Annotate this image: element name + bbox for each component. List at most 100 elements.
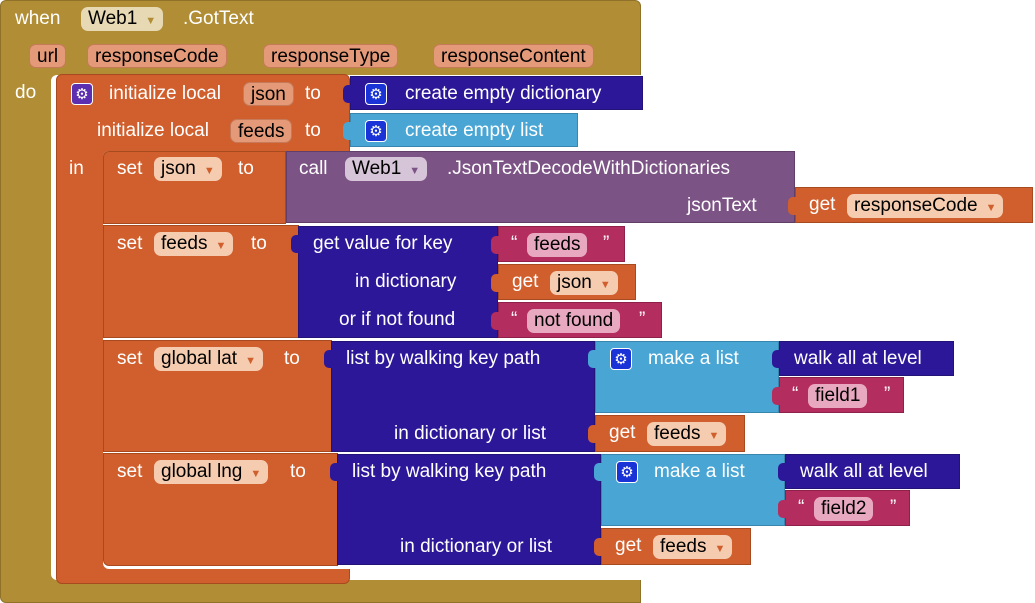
output-notch	[594, 463, 602, 481]
output-notch	[343, 122, 351, 140]
set-global-lat-block[interactable]: set global lat▼ to	[103, 340, 332, 452]
walk-key-path-block-lng[interactable]: list by walking key path in dictionary o…	[330, 454, 601, 565]
param-responsecode[interactable]: responseCode	[87, 44, 227, 68]
to-label: to	[290, 461, 306, 482]
quote-close: ”	[890, 497, 897, 518]
var-dropdown-global-lat[interactable]: global lat▼	[154, 347, 263, 371]
text-value[interactable]: field1	[808, 384, 868, 408]
to-label: to	[284, 348, 300, 369]
in-label: in	[69, 158, 84, 179]
get-value-for-key-block[interactable]: get value for key in dictionary or if no…	[291, 226, 498, 338]
set-json-block[interactable]: set json▼ to	[103, 151, 286, 224]
walk-all-at-level-block-lng[interactable]: walk all at level	[778, 454, 960, 489]
component-dropdown[interactable]: Web1▼	[81, 7, 164, 31]
set-label: set	[117, 158, 143, 179]
get-var-dropdown[interactable]: feeds▼	[647, 422, 727, 446]
to-label: to	[251, 233, 267, 254]
in-dictionary-label: in dictionary	[355, 271, 457, 292]
component-dropdown[interactable]: Web1▼	[345, 157, 428, 181]
text-field1-block[interactable]: “ field1 ”	[772, 377, 904, 413]
text-feeds-block[interactable]: “ feeds ”	[491, 226, 625, 262]
mutator-gear-icon[interactable]: ⚙	[71, 83, 93, 105]
make-a-list-block-lat[interactable]: ⚙ make a list	[588, 341, 779, 413]
walk-all-label: walk all at level	[794, 348, 922, 369]
create-empty-dictionary-label: create empty dictionary	[405, 83, 602, 104]
create-empty-list-block[interactable]: ⚙ create empty list	[343, 113, 578, 147]
text-field2-block[interactable]: “ field2 ”	[778, 490, 910, 526]
var-name: responseCode	[854, 195, 978, 216]
quote-close: ”	[884, 384, 891, 405]
call-label: call	[299, 158, 328, 179]
var-dropdown-json[interactable]: json▼	[154, 157, 222, 181]
make-a-list-block-lng[interactable]: ⚙ make a list	[594, 454, 785, 526]
output-notch	[588, 350, 596, 368]
text-value[interactable]: field2	[814, 497, 874, 521]
get-label: get	[512, 271, 539, 292]
create-empty-dictionary-block[interactable]: ⚙ create empty dictionary	[343, 76, 643, 110]
var-name: global lat	[161, 348, 238, 369]
param-responsecontent[interactable]: responseContent	[433, 44, 594, 68]
text-value[interactable]: feeds	[527, 233, 588, 257]
param-responsetype[interactable]: responseType	[263, 44, 399, 68]
make-a-list-label: make a list	[648, 348, 739, 369]
to-label-2: to	[305, 120, 321, 141]
chevron-down-icon: ▼	[203, 165, 215, 177]
get-var-dropdown[interactable]: json ▼	[550, 271, 618, 295]
output-notch	[788, 197, 796, 215]
get-var-dropdown[interactable]: responseCode▼	[847, 194, 1004, 218]
local-var-json[interactable]: json	[243, 82, 294, 106]
var-name: feeds	[660, 536, 707, 557]
set-global-lng-block[interactable]: set global lng▼ to	[103, 453, 338, 566]
get-label: get	[609, 422, 636, 443]
make-a-list-label: make a list	[654, 461, 745, 482]
get-value-for-key-label: get value for key	[313, 233, 453, 254]
output-notch	[343, 85, 351, 103]
chevron-down-icon: ▼	[250, 468, 262, 480]
output-notch	[291, 235, 299, 253]
var-dropdown-feeds[interactable]: feeds▼	[154, 232, 234, 256]
walk-key-path-label: list by walking key path	[352, 461, 547, 482]
mutator-gear-icon[interactable]: ⚙	[610, 348, 632, 370]
var-name: feeds	[161, 233, 208, 254]
get-label: get	[809, 194, 836, 215]
init-label-2: initialize local	[97, 120, 209, 141]
walk-all-label: walk all at level	[800, 461, 928, 482]
text-value[interactable]: not found	[527, 309, 621, 333]
get-responsecode-block[interactable]: get responseCode▼	[788, 187, 1033, 223]
chevron-down-icon: ▼	[599, 279, 611, 291]
output-notch	[330, 463, 338, 481]
mutator-gear-icon[interactable]: ⚙	[365, 83, 387, 105]
var-name: feeds	[654, 423, 701, 444]
when-label: when	[15, 8, 61, 29]
var-name: global lng	[161, 461, 243, 482]
mutator-gear-icon[interactable]: ⚙	[616, 461, 638, 483]
walk-all-at-level-block-lat[interactable]: walk all at level	[772, 341, 954, 376]
component-name: Web1	[88, 8, 138, 29]
json-decode-call-block[interactable]: call Web1▼ .JsonTextDecodeWithDictionari…	[286, 151, 795, 223]
var-name: json	[557, 272, 592, 293]
output-notch	[778, 500, 786, 518]
output-notch	[491, 312, 499, 330]
local-var-feeds[interactable]: feeds	[230, 119, 293, 143]
do-label: do	[15, 82, 37, 103]
component-name: Web1	[352, 158, 402, 179]
walk-key-path-block-lat[interactable]: list by walking key path in dictionary o…	[324, 341, 595, 452]
get-var-dropdown[interactable]: feeds ▼	[653, 535, 733, 559]
text-not-found-block[interactable]: “ not found ”	[491, 302, 662, 338]
quote-open: “	[792, 384, 799, 405]
output-notch	[778, 463, 786, 481]
event-name: .GotText	[183, 8, 254, 29]
get-feeds-block-lng[interactable]: get feeds▼	[594, 528, 751, 565]
get-json-block[interactable]: get json ▼	[491, 264, 636, 300]
param-url[interactable]: url	[29, 44, 67, 68]
output-notch	[491, 236, 499, 254]
chevron-down-icon: ▼	[714, 543, 726, 555]
mutator-gear-icon[interactable]: ⚙	[365, 120, 387, 142]
walk-key-path-label: list by walking key path	[346, 348, 541, 369]
get-feeds-block-lat[interactable]: get feeds▼	[588, 415, 745, 452]
var-dropdown-global-lng[interactable]: global lng ▼	[154, 460, 269, 484]
jsontext-arg-label: jsonText	[687, 195, 757, 216]
quote-open: “	[511, 233, 518, 254]
output-notch	[772, 350, 780, 368]
set-feeds-block[interactable]: set feeds▼ to	[103, 225, 299, 338]
